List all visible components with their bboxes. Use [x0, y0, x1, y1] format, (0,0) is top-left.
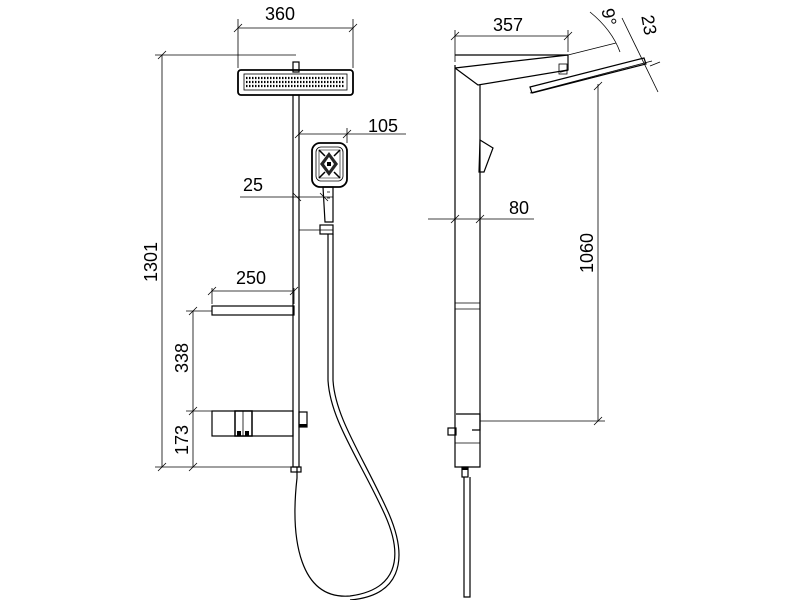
shower-hose [294, 234, 396, 597]
dim-head-width: 360 [233, 4, 358, 68]
shower-arm-side [454, 42, 653, 94]
dim-shelf-spacing: 338 173 [172, 306, 212, 472]
riser-pipe [292, 94, 334, 468]
dim-label-column-depth: 80 [509, 198, 529, 218]
dim-label-handshower-width: 105 [368, 116, 398, 136]
dim-label-pipe-offset: 25 [243, 175, 263, 195]
hand-shower [311, 142, 348, 223]
hand-shower-side [478, 138, 494, 173]
dim-total-height: 1301 [141, 50, 296, 472]
dim-arm-length: 357 [450, 15, 573, 62]
upper-shelf [211, 305, 295, 316]
dim-head-height: 1060 [480, 81, 605, 426]
dim-label-valve-height: 173 [172, 425, 192, 455]
shower-column [447, 65, 481, 598]
dim-label-arm-length: 357 [493, 15, 523, 35]
rain-shower-head [237, 61, 354, 96]
front-view: 360 105 25 250 [141, 4, 406, 600]
side-view: 357 9° 23 80 1060 [428, 7, 660, 598]
dim-label-tilt-angle: 9° [598, 7, 621, 27]
dim-handshower-width: 105 [294, 116, 406, 143]
dim-label-shelf-width: 250 [236, 268, 266, 288]
thermostatic-valve [211, 410, 308, 437]
dim-label-head-thickness: 23 [637, 13, 660, 36]
dim-label-head-height: 1060 [577, 233, 597, 273]
dim-label-total-height: 1301 [141, 242, 161, 282]
dim-column-depth: 80 [428, 198, 534, 224]
dim-label-head-width: 360 [265, 4, 295, 24]
dim-tilt-angle: 9° [589, 7, 621, 53]
dim-label-shelf-spacing: 338 [172, 343, 192, 373]
dim-pipe-offset: 25 [240, 175, 333, 202]
dim-head-thickness: 23 [621, 13, 660, 93]
dim-shelf-width: 250 [207, 268, 299, 304]
